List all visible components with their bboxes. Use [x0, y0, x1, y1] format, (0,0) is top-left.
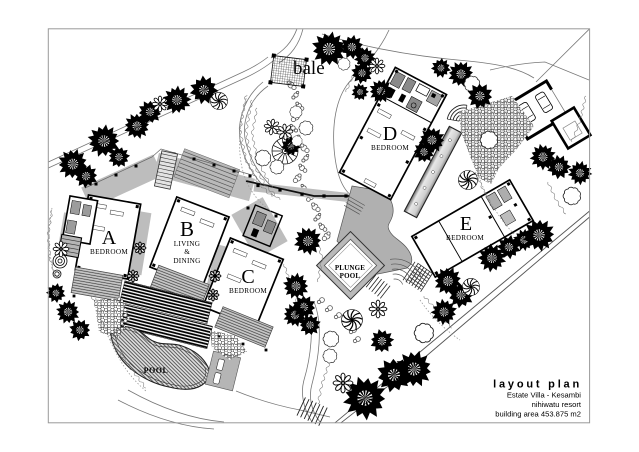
svg-text:bale: bale: [293, 58, 325, 79]
svg-text:BEDROOM: BEDROOM: [371, 144, 409, 152]
svg-text:BEDROOM: BEDROOM: [229, 287, 267, 295]
svg-text:A: A: [102, 227, 117, 249]
svg-text:&: &: [184, 248, 190, 256]
svg-text:D: D: [383, 123, 397, 145]
svg-text:C: C: [241, 266, 254, 288]
svg-text:building area 453.875 m2: building area 453.875 m2: [495, 410, 581, 419]
svg-text:PLUNGE: PLUNGE: [335, 264, 366, 272]
svg-text:BEDROOM: BEDROOM: [90, 248, 128, 256]
svg-text:Estate Villa - Kesambi: Estate Villa - Kesambi: [507, 391, 581, 400]
svg-text:nihiwatu resort: nihiwatu resort: [532, 400, 582, 409]
svg-text:BEDROOM: BEDROOM: [446, 234, 484, 242]
svg-text:B: B: [180, 217, 194, 241]
svg-text:POOL: POOL: [340, 272, 361, 280]
svg-text:E: E: [460, 213, 472, 235]
svg-text:DINING: DINING: [173, 257, 200, 265]
svg-text:layout plan: layout plan: [493, 379, 582, 391]
svg-text:POOL: POOL: [144, 366, 169, 375]
svg-text:LIVING: LIVING: [174, 240, 201, 248]
